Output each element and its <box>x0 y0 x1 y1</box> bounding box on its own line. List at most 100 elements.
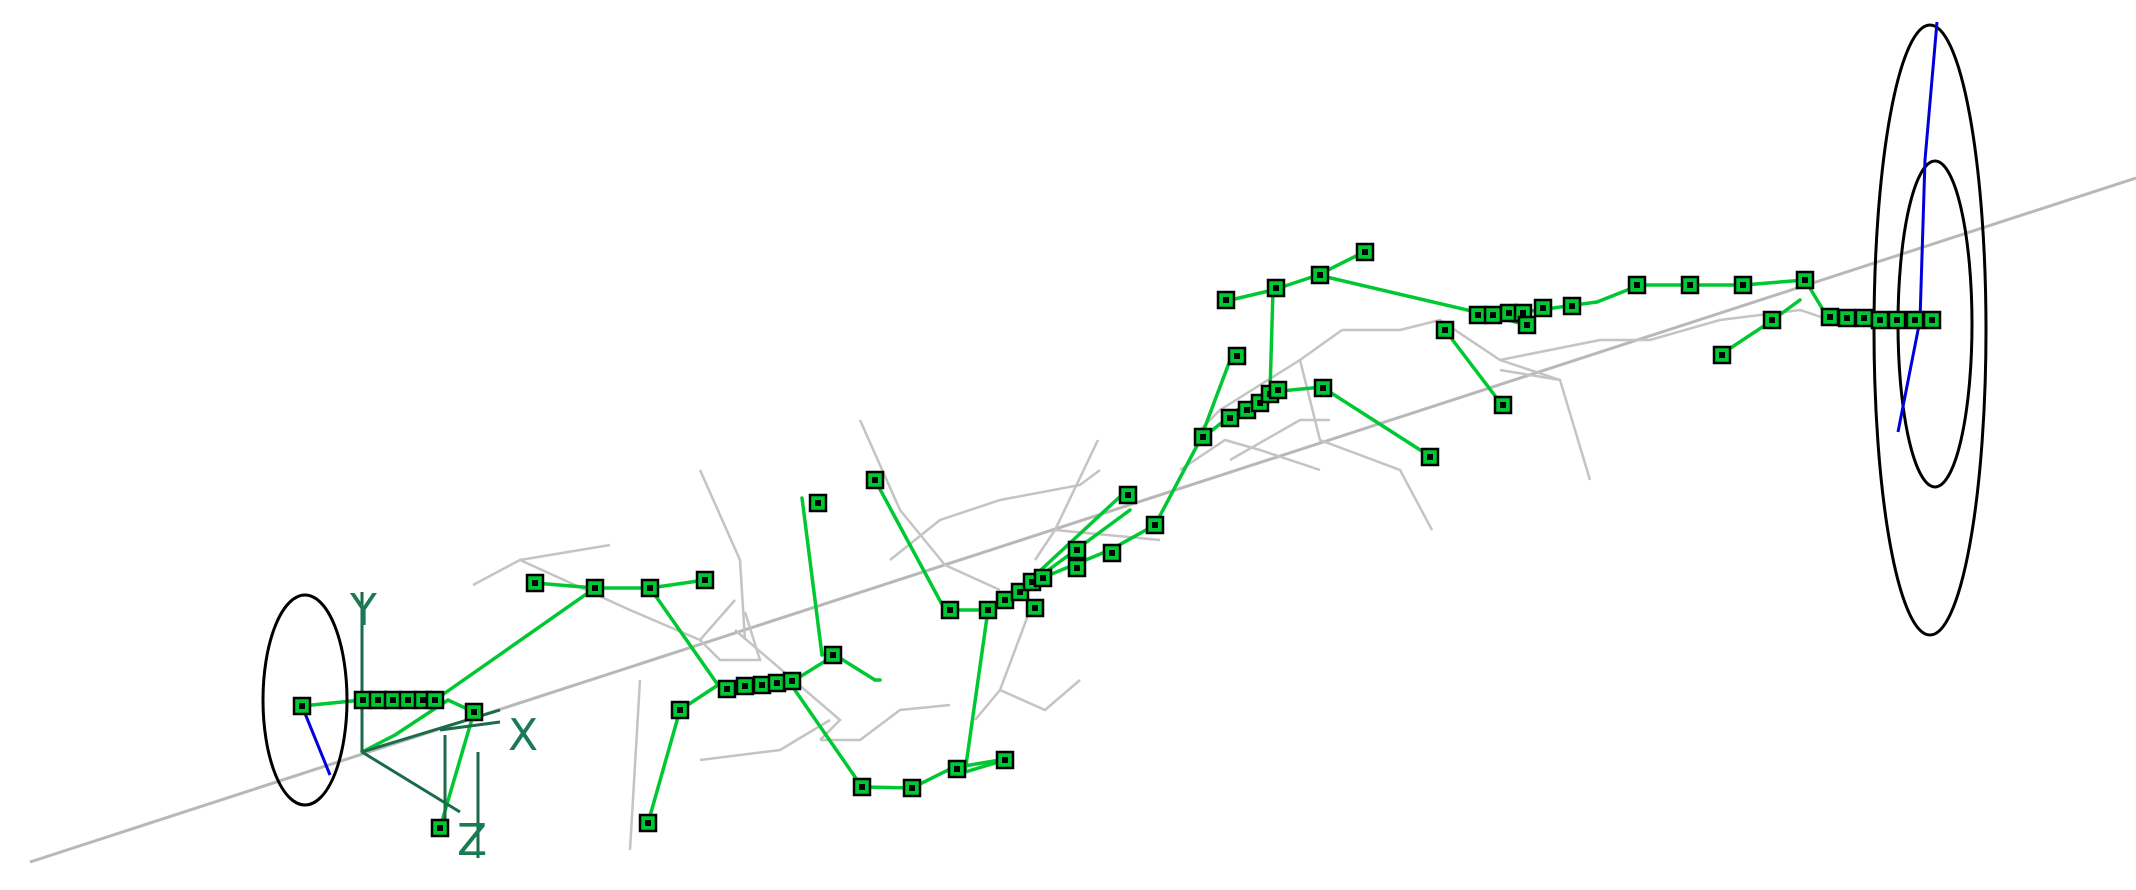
bone-1[interactable] <box>433 578 707 702</box>
joint-marker[interactable] <box>368 690 388 710</box>
joint-marker[interactable] <box>670 700 690 720</box>
start-gizmo[interactable] <box>261 593 349 807</box>
joint-marker[interactable] <box>1420 447 1440 467</box>
joint-marker[interactable] <box>1266 278 1286 298</box>
bone-25[interactable] <box>1443 328 1504 407</box>
joint-marker[interactable] <box>1499 303 1519 323</box>
joint-markers[interactable] <box>292 242 1942 838</box>
joint-marker[interactable] <box>1887 310 1907 330</box>
joint-marker[interactable] <box>1355 242 1375 262</box>
joint-marker[interactable] <box>1820 307 1840 327</box>
shadow-segment-8 <box>974 609 1032 721</box>
joint-marker[interactable] <box>464 702 484 722</box>
joint-marker[interactable] <box>1118 485 1138 505</box>
joint-marker[interactable] <box>1733 275 1753 295</box>
joint-marker[interactable] <box>1680 275 1700 295</box>
joint-marker[interactable] <box>752 675 772 695</box>
joint-marker[interactable] <box>767 673 787 693</box>
joint-center <box>742 683 748 689</box>
joint-marker[interactable] <box>1216 290 1236 310</box>
joint-marker[interactable] <box>808 493 828 513</box>
joint-marker[interactable] <box>1837 308 1857 328</box>
bone-18[interactable] <box>1028 490 1127 582</box>
joint-marker[interactable] <box>865 470 885 490</box>
joint-marker[interactable] <box>782 671 802 691</box>
joint-marker[interactable] <box>430 818 450 838</box>
joint-marker[interactable] <box>1493 395 1513 415</box>
joint-marker[interactable] <box>1310 265 1330 285</box>
joint-marker[interactable] <box>1854 308 1874 328</box>
joint-marker[interactable] <box>1227 346 1247 366</box>
joint-marker[interactable] <box>1067 540 1087 560</box>
bone-21[interactable] <box>1268 385 1430 457</box>
joint-marker[interactable] <box>398 690 418 710</box>
joint-marker[interactable] <box>1627 275 1647 295</box>
joint-marker[interactable] <box>947 759 967 779</box>
end-gizmo-outer-ring[interactable] <box>1872 23 1988 637</box>
joint-marker[interactable] <box>525 573 545 593</box>
start-gizmo-ring[interactable] <box>261 593 349 807</box>
joint-marker[interactable] <box>1033 568 1053 588</box>
joint-marker[interactable] <box>638 813 658 833</box>
joint-center <box>724 686 730 692</box>
joint-marker[interactable] <box>292 696 312 716</box>
joint-marker[interactable] <box>902 778 922 798</box>
skeleton-bones <box>300 251 1937 830</box>
z-axis-label: Z <box>457 815 487 866</box>
bone-4[interactable] <box>360 698 476 754</box>
joint-marker[interactable] <box>1468 305 1488 325</box>
joint-marker[interactable] <box>940 600 960 620</box>
joint-marker[interactable] <box>1220 408 1240 428</box>
joint-marker[interactable] <box>1102 543 1122 563</box>
joint-marker[interactable] <box>852 777 872 797</box>
bone-3[interactable] <box>533 581 597 590</box>
joint-center <box>1769 317 1775 323</box>
joint-marker[interactable] <box>1193 427 1213 447</box>
bone-23[interactable] <box>1220 251 1364 304</box>
joint-center <box>774 680 780 686</box>
joint-marker[interactable] <box>1268 380 1288 400</box>
joint-marker[interactable] <box>1517 315 1537 335</box>
joint-center <box>375 697 381 703</box>
bone-20[interactable] <box>1198 353 1234 442</box>
joint-marker[interactable] <box>735 676 755 696</box>
joint-marker[interactable] <box>823 645 843 665</box>
joint-marker[interactable] <box>978 600 998 620</box>
bone-22[interactable] <box>1268 288 1275 394</box>
joint-center <box>954 766 960 772</box>
joint-marker[interactable] <box>1905 310 1925 330</box>
bone-2[interactable] <box>648 586 720 687</box>
joint-marker[interactable] <box>353 690 373 710</box>
joint-marker[interactable] <box>1870 310 1890 330</box>
joint-marker[interactable] <box>1922 310 1942 330</box>
joint-marker[interactable] <box>1435 320 1455 340</box>
joint-marker[interactable] <box>1712 345 1732 365</box>
joint-marker[interactable] <box>1795 270 1815 290</box>
joint-marker[interactable] <box>995 750 1015 770</box>
joint-marker[interactable] <box>995 590 1015 610</box>
joint-center <box>1002 597 1008 603</box>
shadow-segment-20 <box>1229 418 1330 462</box>
joint-marker[interactable] <box>1067 558 1087 578</box>
joint-marker[interactable] <box>1483 305 1503 325</box>
joint-marker[interactable] <box>1145 515 1165 535</box>
joint-center <box>299 703 305 709</box>
joint-marker[interactable] <box>1762 310 1782 330</box>
joint-marker[interactable] <box>1533 298 1553 318</box>
joint-marker[interactable] <box>1313 378 1333 398</box>
joint-marker[interactable] <box>640 578 660 598</box>
joint-marker[interactable] <box>585 578 605 598</box>
joint-center <box>1427 454 1433 460</box>
joint-marker[interactable] <box>425 690 445 710</box>
joint-marker[interactable] <box>1025 598 1045 618</box>
joint-marker[interactable] <box>383 690 403 710</box>
joint-marker[interactable] <box>695 570 715 590</box>
joint-center <box>647 585 653 591</box>
bone-24[interactable] <box>1316 273 1599 315</box>
joint-marker[interactable] <box>717 679 737 699</box>
bone-8[interactable] <box>800 496 824 657</box>
joint-marker[interactable] <box>1562 296 1582 316</box>
joint-center <box>1506 310 1512 316</box>
